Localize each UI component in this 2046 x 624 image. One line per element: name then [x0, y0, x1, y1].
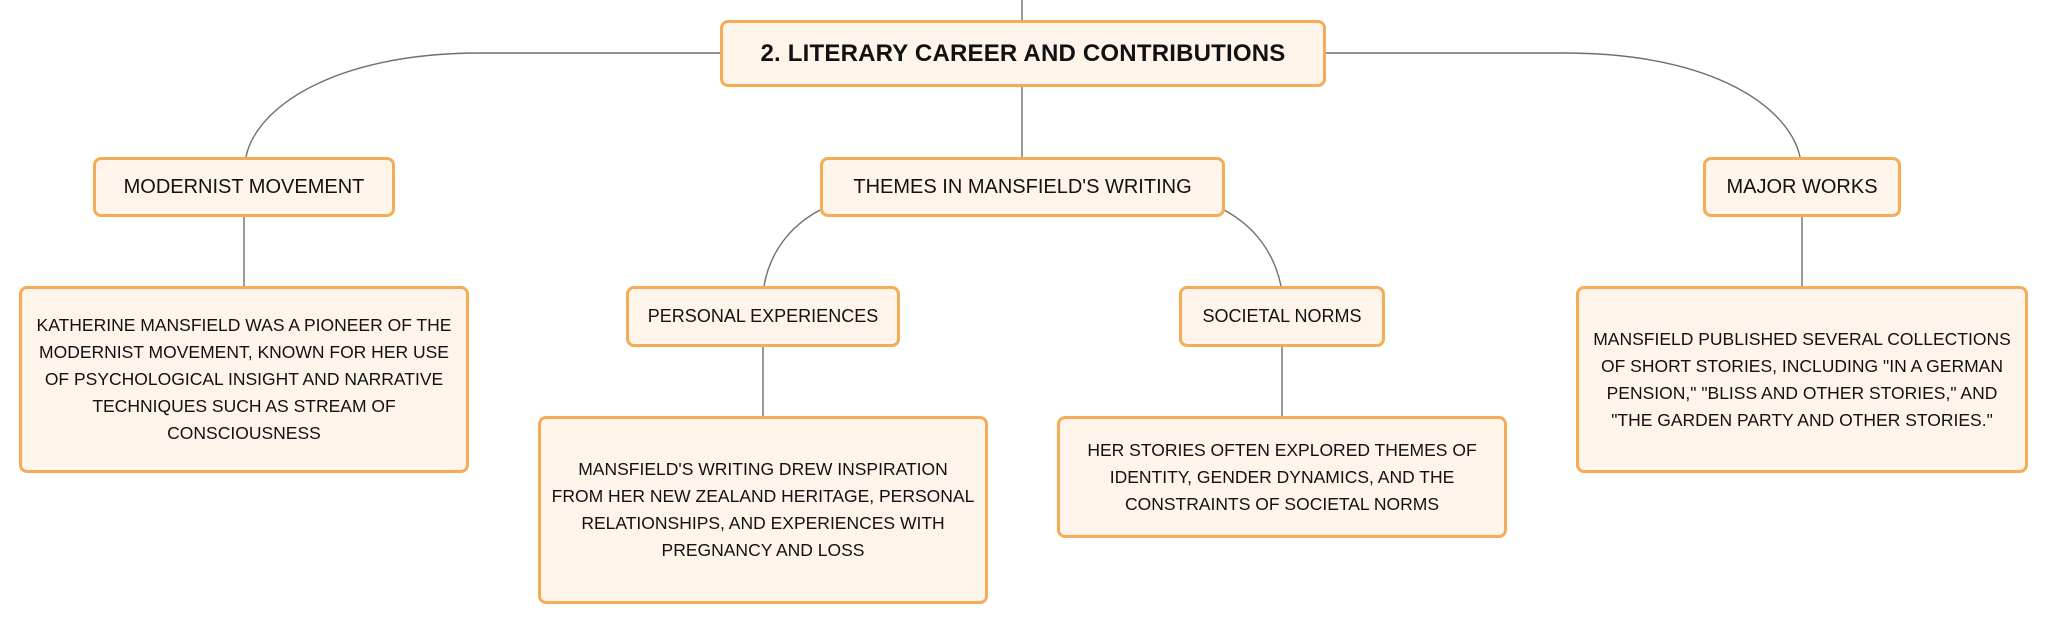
themes-node[interactable]: THEMES IN MANSFIELD'S WRITING	[820, 157, 1225, 217]
personal-experiences-detail-text: MANSFIELD'S WRITING DREW INSPIRATION FRO…	[551, 459, 975, 560]
modernist-movement-node[interactable]: MODERNIST MOVEMENT	[93, 157, 395, 217]
personal-experiences-label: PERSONAL EXPERIENCES	[647, 306, 879, 326]
connector-root-to-modernist	[245, 52, 720, 158]
root-node[interactable]: 2. LITERARY CAREER AND CONTRIBUTIONS	[720, 20, 1326, 87]
societal-norms-detail-text: HER STORIES OFTEN EXPLORED THEMES OF IDE…	[1087, 439, 1477, 514]
modernist-movement-label: MODERNIST MOVEMENT	[123, 175, 365, 198]
root-node-label: 2. LITERARY CAREER AND CONTRIBUTIONS	[760, 39, 1286, 67]
modernist-movement-detail-node[interactable]: KATHERINE MANSFIELD WAS A PIONEER OF THE…	[19, 286, 469, 473]
major-works-detail-text: MANSFIELD PUBLISHED SEVERAL COLLECTIONS …	[1593, 328, 2011, 430]
themes-label: THEMES IN MANSFIELD'S WRITING	[853, 175, 1192, 198]
societal-norms-label: SOCIETAL NORMS	[1202, 306, 1362, 326]
major-works-label: MAJOR WORKS	[1726, 175, 1878, 198]
societal-norms-detail-node[interactable]: HER STORIES OFTEN EXPLORED THEMES OF IDE…	[1057, 416, 1507, 538]
connector-themes-to-societal	[1223, 209, 1282, 287]
major-works-detail-node[interactable]: MANSFIELD PUBLISHED SEVERAL COLLECTIONS …	[1576, 286, 2028, 473]
personal-experiences-node[interactable]: PERSONAL EXPERIENCES	[626, 286, 900, 347]
personal-experiences-detail-node[interactable]: MANSFIELD'S WRITING DREW INSPIRATION FRO…	[538, 416, 988, 604]
major-works-node[interactable]: MAJOR WORKS	[1703, 157, 1901, 217]
modernist-movement-detail-text: KATHERINE MANSFIELD WAS A PIONEER OF THE…	[36, 315, 452, 443]
connector-root-to-major-works	[1324, 52, 1801, 158]
connector-themes-to-personal	[763, 209, 821, 287]
societal-norms-node[interactable]: SOCIETAL NORMS	[1179, 286, 1385, 347]
